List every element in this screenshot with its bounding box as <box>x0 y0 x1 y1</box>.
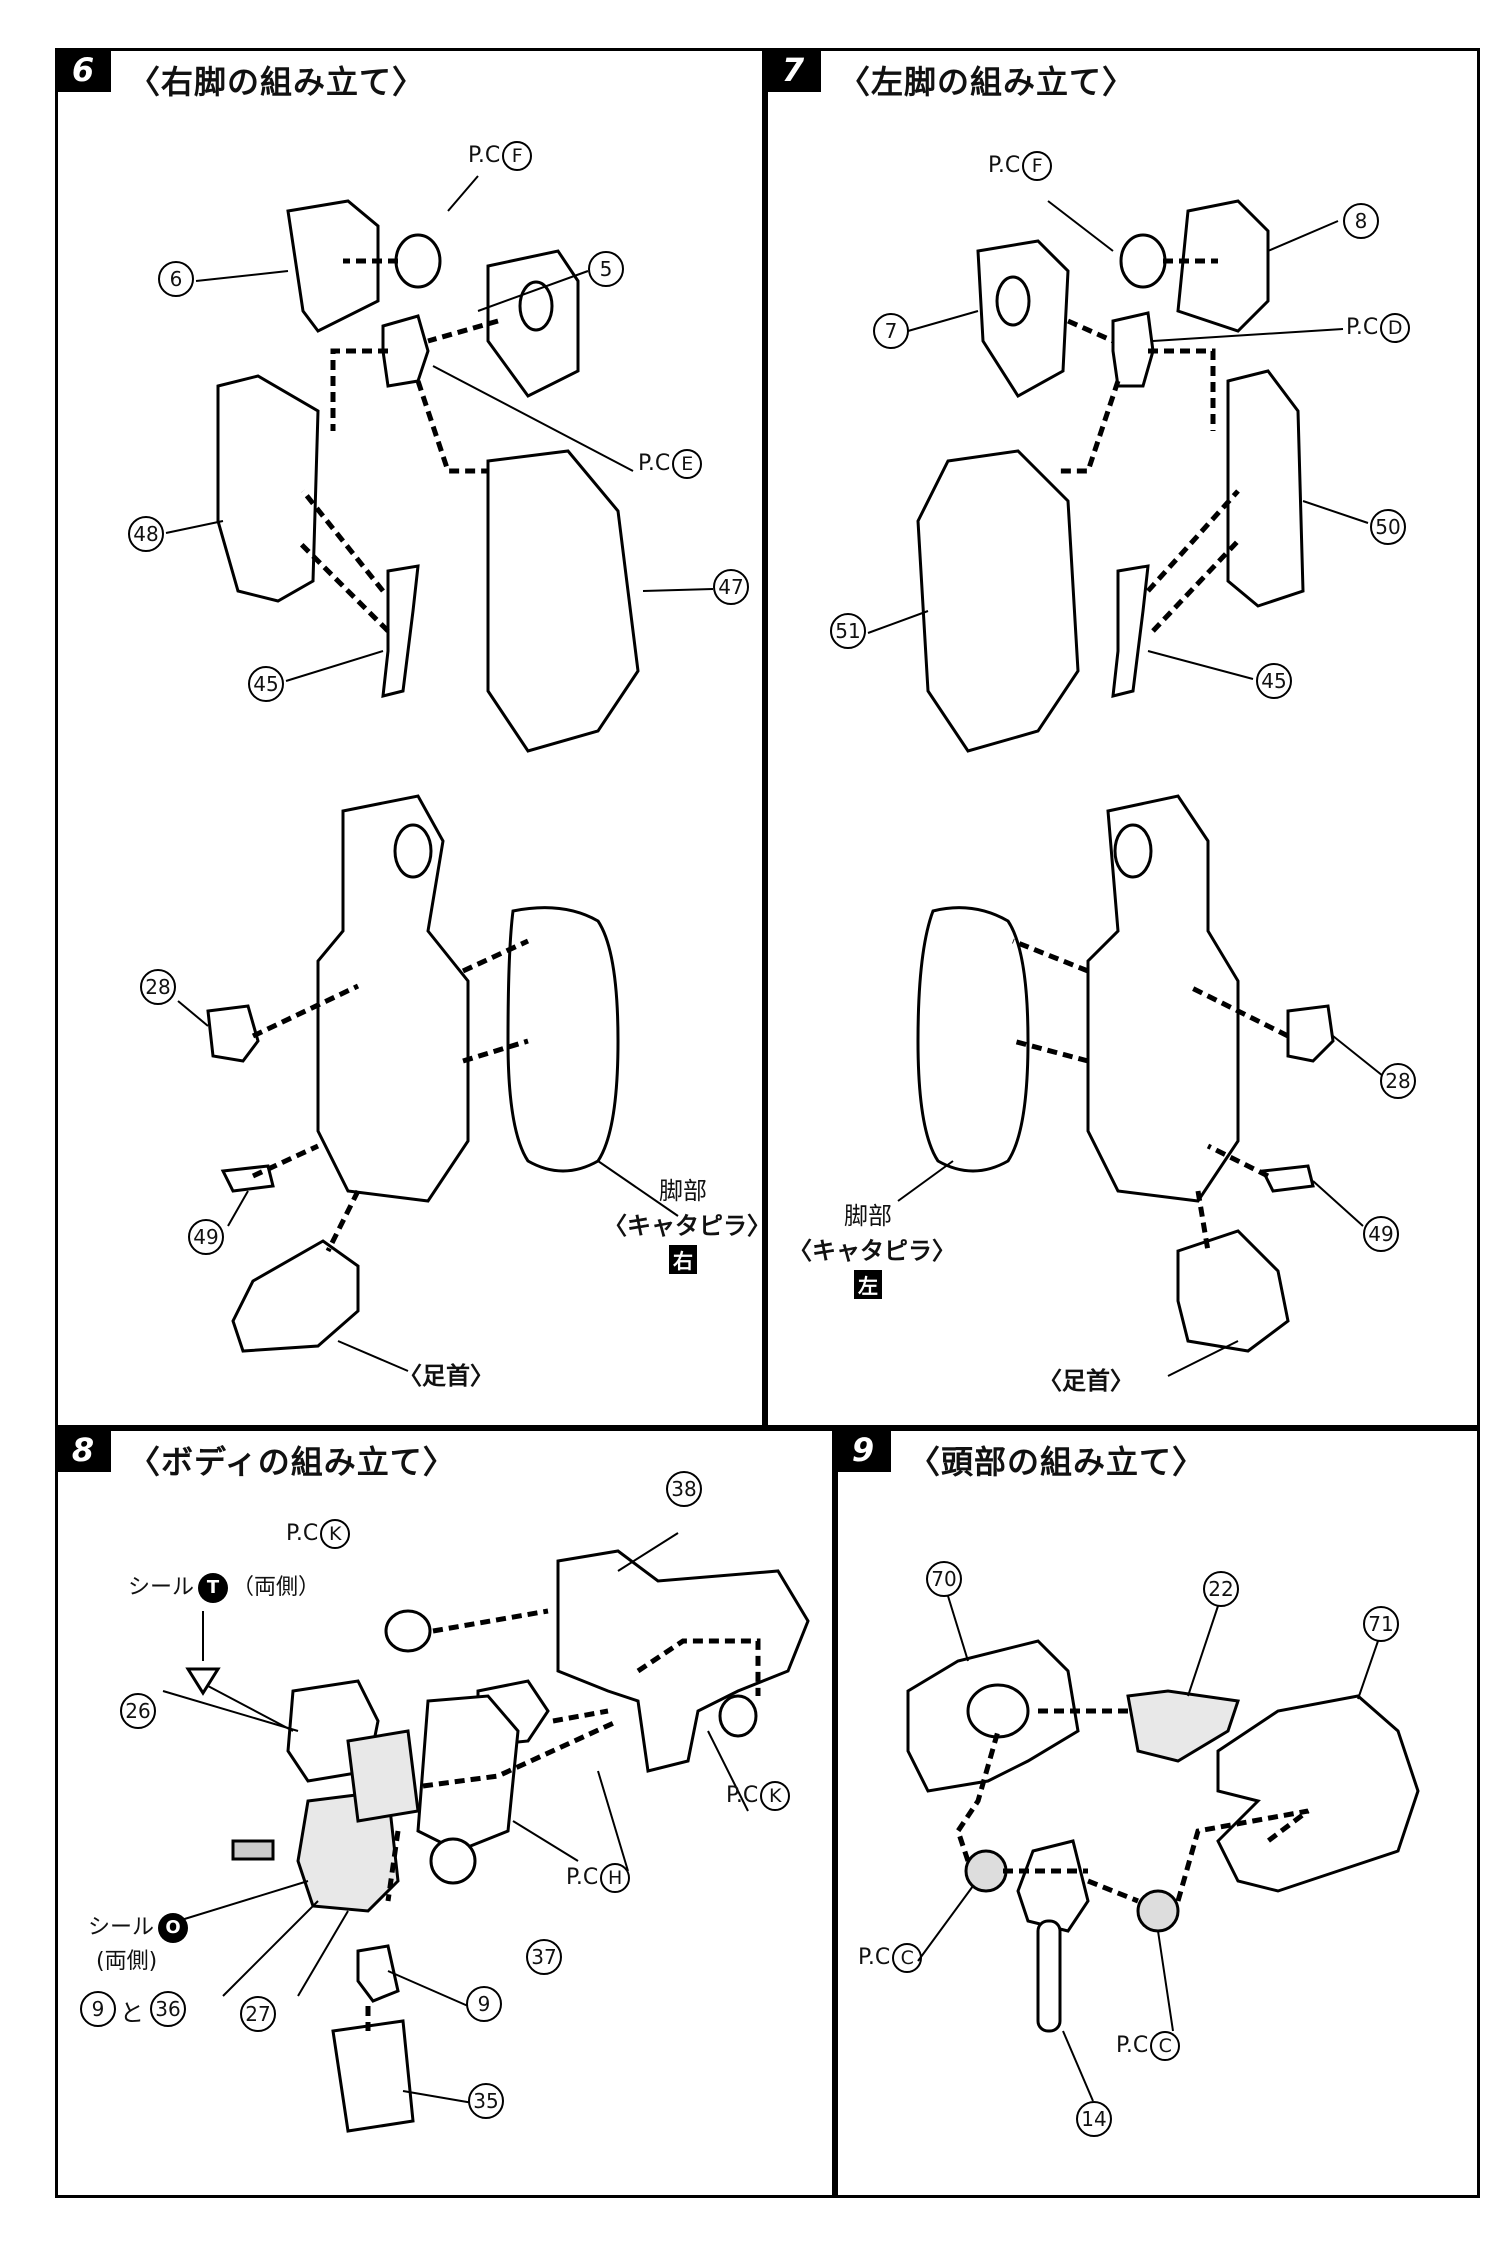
step-7-title: 〈左脚の組み立て〉 <box>838 63 1136 101</box>
part-5: 5 <box>588 251 624 287</box>
part-22: 22 <box>1203 1571 1239 1607</box>
part-71: 71 <box>1363 1606 1399 1642</box>
step-8-illustration <box>162 1532 810 2133</box>
ankle-caption-left: 〈足首〉 <box>1038 1367 1134 1395</box>
part-9: 9 <box>466 1986 502 2022</box>
track-label-left: 〈キャタピラ〉 <box>788 1237 956 1265</box>
step-7-badge: 7 <box>765 48 821 92</box>
part-26: 26 <box>120 1693 156 1729</box>
step-9-panel: 9 〈頭部の組み立て〉 <box>835 1428 1480 2198</box>
leg-label: 脚部 <box>659 1177 707 1205</box>
part-70: 70 <box>926 1561 962 1597</box>
part-28-left: 28 <box>1380 1063 1416 1099</box>
step-8-panel: 8 〈ボディの組み立て〉 <box>55 1428 835 2198</box>
ankle-caption-right: 〈足首〉 <box>398 1362 494 1390</box>
seal-t-marker: T <box>198 1573 229 1603</box>
part-38: 38 <box>666 1471 702 1507</box>
pc-k-marker-top: K <box>320 1519 351 1549</box>
pc-f-marker-left: F <box>1022 151 1053 181</box>
pc-e-marker: E <box>672 449 703 479</box>
step-9-title: 〈頭部の組み立て〉 <box>908 1443 1206 1481</box>
part-8: 8 <box>1343 203 1379 239</box>
step-9-illustration <box>906 1595 1420 2102</box>
seal-o-marker: O <box>158 1913 189 1943</box>
leg-label-left: 脚部 <box>844 1202 892 1230</box>
right-track-caption: 脚部 〈キャタピラ〉 右 <box>603 1171 771 1274</box>
part-14: 14 <box>1076 2101 1112 2137</box>
part-28: 28 <box>140 969 176 1005</box>
side-right-badge: 右 <box>669 1245 697 1274</box>
step-6-panel: 6 〈右脚の組み立て〉 <box>55 48 771 1428</box>
step-7-illustration <box>867 199 1384 1377</box>
step-7-panel: 7 〈左脚の組み立て〉 <box>765 48 1480 1428</box>
part-47: 47 <box>713 569 749 605</box>
part-35: 35 <box>468 2083 504 2119</box>
step-6-badge: 6 <box>55 48 111 92</box>
part-7: 7 <box>873 313 909 349</box>
part-48: 48 <box>128 516 164 552</box>
pc-k-marker-right: K <box>760 1781 791 1811</box>
step-6-title: 〈右脚の組み立て〉 <box>128 63 426 101</box>
left-track-caption: 脚部 〈キャタピラ〉 左 <box>788 1196 956 1299</box>
and-text: と <box>120 1999 144 2027</box>
part-50: 50 <box>1370 509 1406 545</box>
step-8-title: 〈ボディの組み立て〉 <box>128 1443 456 1481</box>
track-label: 〈キャタピラ〉 <box>603 1212 771 1240</box>
part-49-left: 49 <box>1363 1216 1399 1252</box>
pc-c-marker-right: C <box>1150 2031 1181 2061</box>
pc-c-marker-left: C <box>892 1943 923 1973</box>
step-6-illustration <box>165 175 714 1372</box>
part-27: 27 <box>240 1996 276 2032</box>
part-36: 36 <box>150 1991 186 2027</box>
seal-o-both-sides: (両側) <box>96 1949 158 1974</box>
part-51: 51 <box>830 613 866 649</box>
part-49: 49 <box>188 1219 224 1255</box>
pc-h-marker: H <box>600 1863 631 1893</box>
step-9-badge: 9 <box>835 1428 891 1472</box>
step-8-badge: 8 <box>55 1428 111 1472</box>
part-6: 6 <box>158 261 194 297</box>
part-37: 37 <box>526 1939 562 1975</box>
side-left-badge: 左 <box>854 1270 882 1299</box>
pc-d-marker: D <box>1380 313 1411 343</box>
part-45: 45 <box>248 666 284 702</box>
pc-f-marker: F <box>502 141 533 171</box>
part-9-body: 9 <box>80 1991 116 2027</box>
part-45-left: 45 <box>1256 663 1292 699</box>
